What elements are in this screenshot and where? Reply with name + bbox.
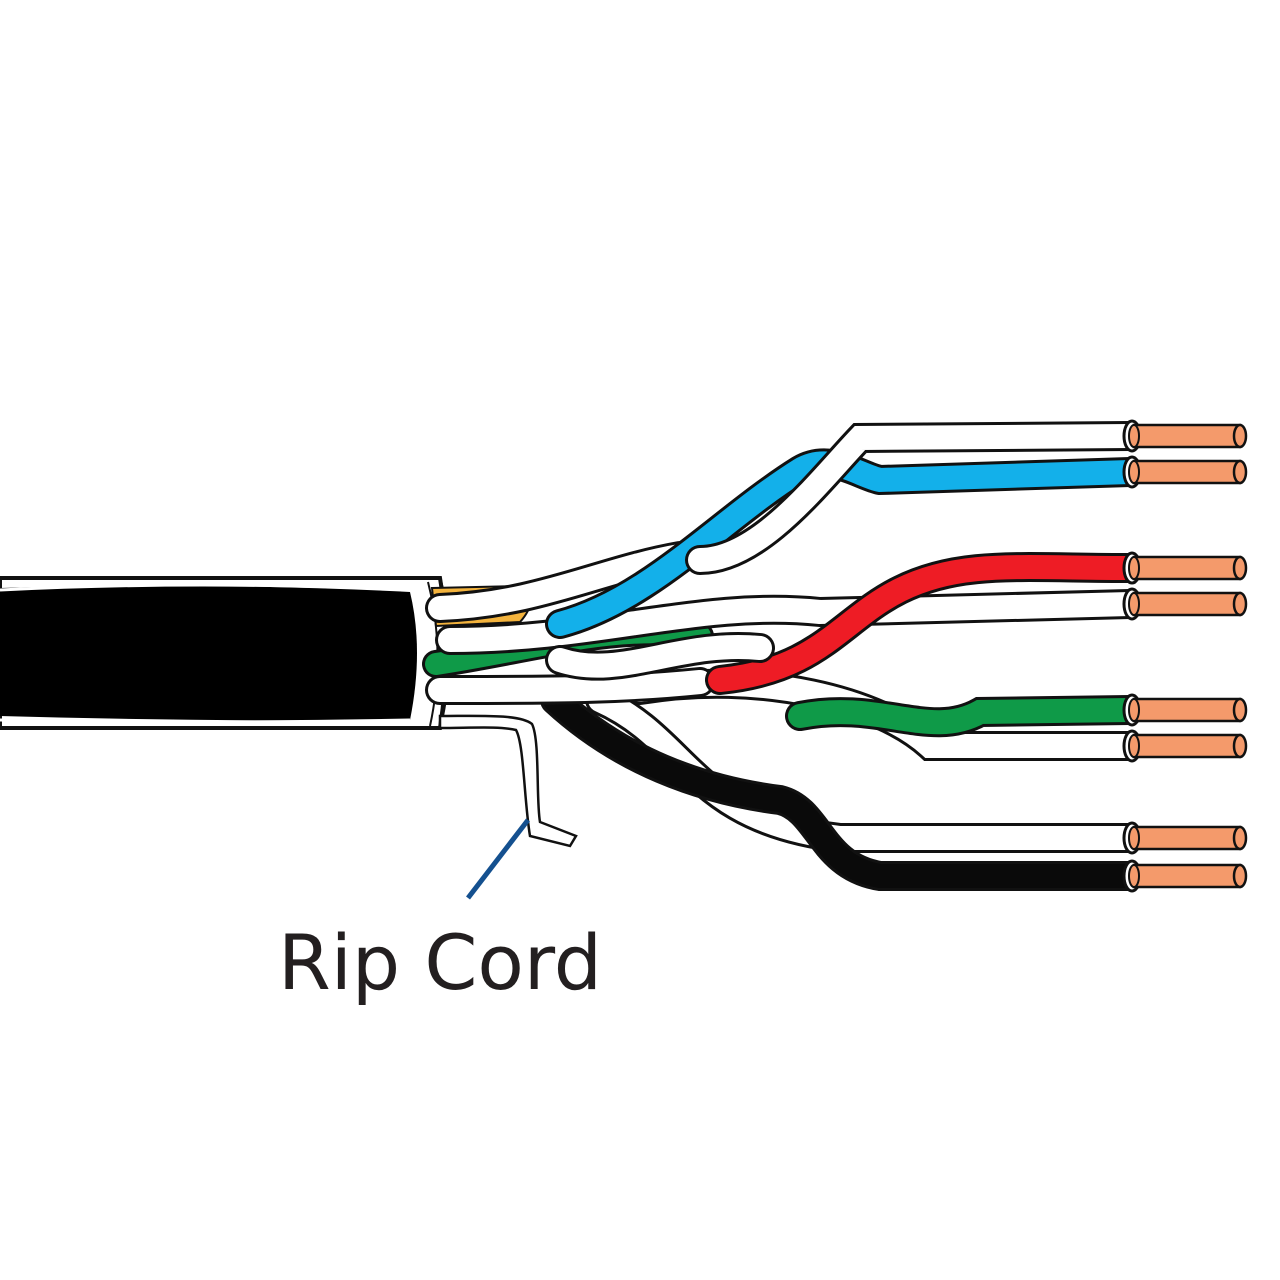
black-pair-black-wire-fill [543, 688, 1142, 888]
conductor-tip [1122, 419, 1248, 453]
copper-conductors [1122, 419, 1248, 893]
conductor-tip [1122, 551, 1248, 585]
blue-pair-white-wire-fill [688, 424, 1142, 572]
red-pair-red-wire-fill [708, 555, 1142, 692]
conductor-tip [1122, 859, 1248, 893]
conductor-tip [1122, 729, 1248, 763]
rip-cord-label: Rip Cord [278, 918, 603, 1007]
rip-cord-leader-line [466, 818, 530, 900]
conductor-tip [1122, 587, 1248, 621]
blue-pair-blue-wire-fill [548, 451, 1142, 636]
conductor-tip [1122, 455, 1248, 489]
green-pair-green-wire-fill [788, 698, 1142, 735]
conductor-tip [1122, 821, 1248, 855]
jacket-black-fill [0, 585, 417, 721]
conductor-tip [1122, 693, 1248, 727]
cable-jacket [0, 576, 451, 730]
twisted-pairs [422, 421, 1145, 891]
red-pair-white-wire-fill [438, 592, 1142, 652]
rip-cord [438, 714, 578, 848]
